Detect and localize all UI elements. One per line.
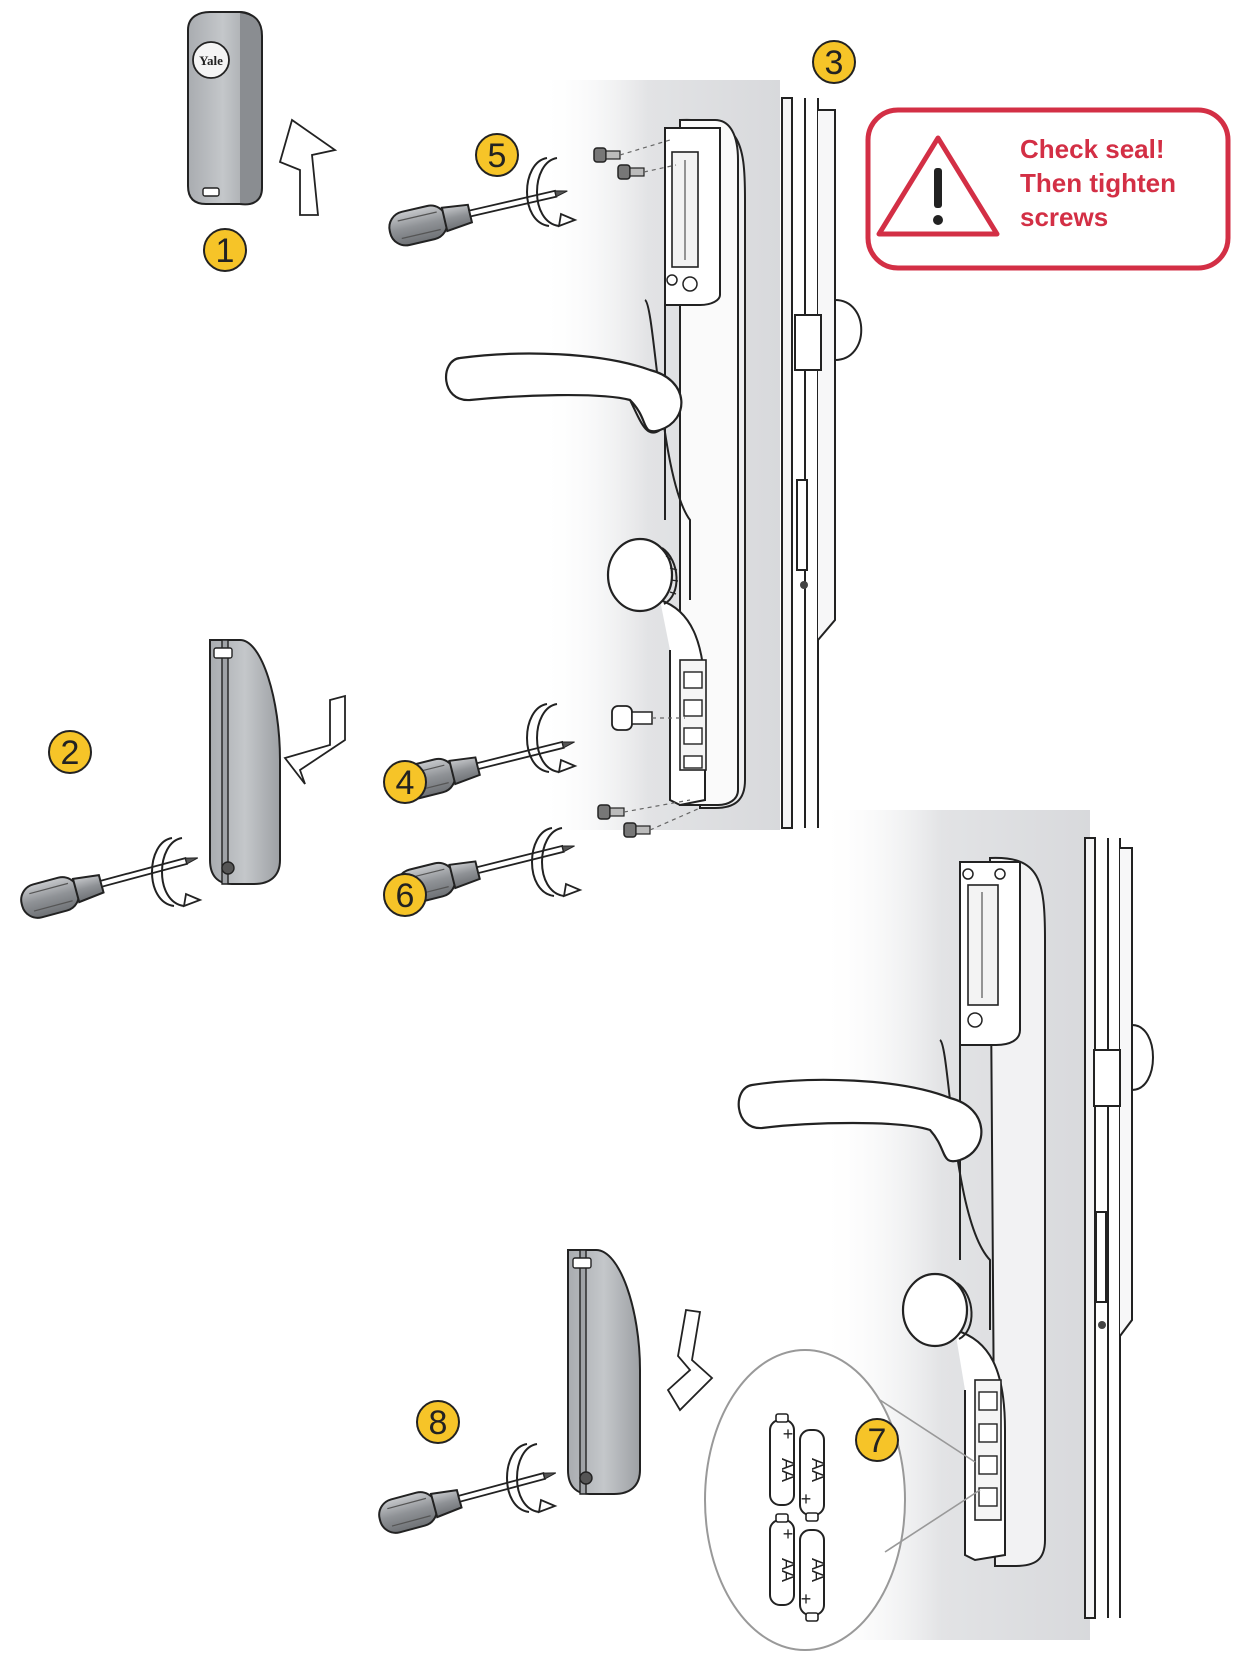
step-badge-3: 3 bbox=[812, 40, 856, 84]
warning-line-2: Then tighten bbox=[1020, 168, 1176, 198]
step6-screws bbox=[597, 799, 701, 838]
step-badge-4: 4 bbox=[383, 760, 427, 804]
step8-screwdriver-icon bbox=[374, 1455, 562, 1538]
step-badge-7-label: 7 bbox=[868, 1422, 887, 1460]
step-badge-1: 1 bbox=[203, 228, 247, 272]
battery-1: AA + bbox=[769, 1413, 798, 1506]
upper-lock-body bbox=[644, 118, 746, 809]
step4-screw bbox=[611, 705, 685, 731]
battery-2-label: AA bbox=[808, 1458, 828, 1482]
battery-2: AA + bbox=[799, 1429, 828, 1522]
step2-screwdriver-icon bbox=[16, 840, 204, 923]
lower-thumb-knob bbox=[901, 1272, 973, 1348]
step-badge-6: 6 bbox=[383, 873, 427, 917]
battery-4: AA + bbox=[799, 1529, 828, 1622]
step-badge-2-label: 2 bbox=[61, 734, 80, 772]
step-badge-6-label: 6 bbox=[396, 877, 415, 915]
brand-logo: Yale bbox=[199, 53, 223, 68]
step-badge-7: 7 bbox=[855, 1418, 899, 1462]
battery-4-label: AA bbox=[808, 1558, 828, 1582]
step8-arrow-icon bbox=[666, 1308, 714, 1412]
step-badge-8: 8 bbox=[416, 1400, 460, 1444]
lower-handle bbox=[737, 1078, 983, 1163]
warning-line-3: screws bbox=[1020, 202, 1108, 232]
battery-4-polarity: + bbox=[801, 1589, 812, 1609]
step1-cover-with-logo: Yale bbox=[187, 11, 263, 206]
step-badge-2: 2 bbox=[48, 730, 92, 774]
step-badge-1-label: 1 bbox=[216, 232, 235, 270]
step2-arrow-icon bbox=[283, 694, 346, 785]
warning-triangle-icon bbox=[876, 135, 1000, 237]
step2-cover bbox=[209, 639, 281, 885]
step-badge-5-label: 5 bbox=[488, 137, 507, 175]
upper-thumb-knob bbox=[606, 537, 679, 613]
warning-box: Check seal! Then tighten screws bbox=[865, 107, 1231, 271]
step-badge-3-label: 3 bbox=[825, 44, 844, 82]
battery-1-label: AA bbox=[778, 1458, 798, 1482]
step5-screws bbox=[593, 139, 677, 180]
battery-1-polarity: + bbox=[783, 1424, 794, 1444]
battery-3-polarity: + bbox=[783, 1524, 794, 1544]
battery-3-label: AA bbox=[778, 1558, 798, 1582]
step-badge-4-label: 4 bbox=[396, 764, 415, 802]
warning-line-1: Check seal! bbox=[1020, 134, 1165, 164]
battery-3: AA + bbox=[769, 1513, 798, 1606]
upper-handle bbox=[445, 352, 683, 434]
step8-cover bbox=[567, 1249, 641, 1495]
step-badge-5: 5 bbox=[475, 133, 519, 177]
step6-rotate-icon bbox=[531, 827, 581, 897]
step1-arrow-icon bbox=[278, 118, 338, 216]
battery-2-polarity: + bbox=[801, 1489, 812, 1509]
step-badge-8-label: 8 bbox=[429, 1404, 448, 1442]
